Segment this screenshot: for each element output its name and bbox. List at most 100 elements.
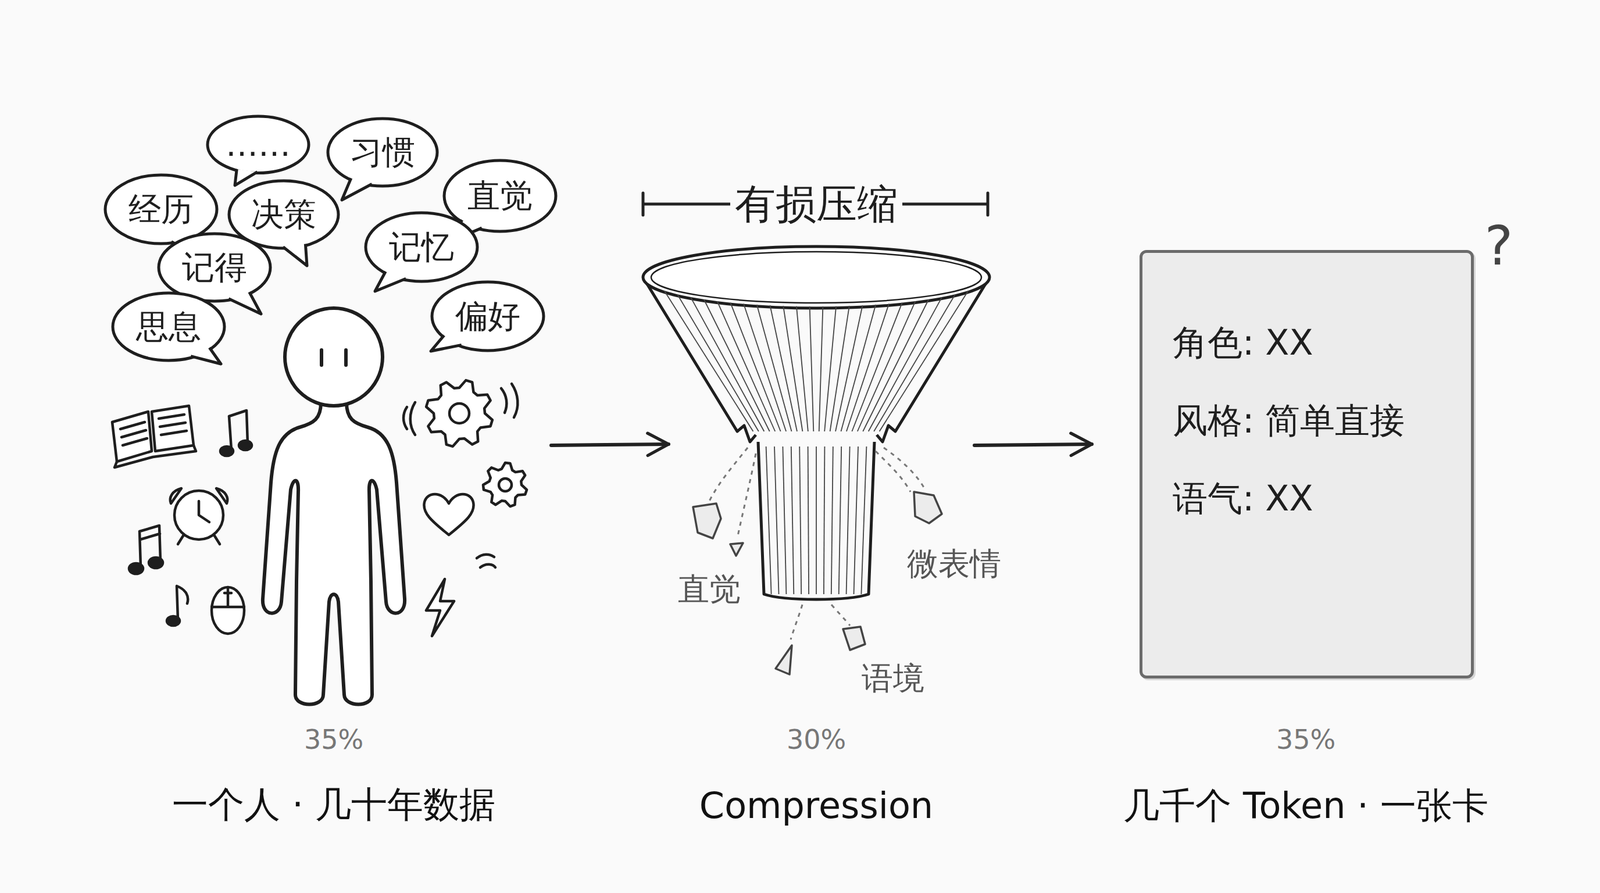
card-field: 角色: XX <box>1172 321 1448 364</box>
bubble-tail <box>283 244 307 266</box>
bubble-outline <box>207 116 309 174</box>
drawing-stroke <box>284 308 383 406</box>
heart-icon <box>423 494 474 535</box>
funnel-tube-edge <box>758 441 875 600</box>
drawing-stroke <box>449 403 470 424</box>
drawing-stroke <box>664 290 754 432</box>
fragment-trails <box>709 447 925 640</box>
speech-bubble: 习惯 <box>325 116 440 189</box>
fragment <box>693 503 721 539</box>
drawing-stroke <box>476 554 496 568</box>
bubble-outline <box>327 118 438 187</box>
card-field: 风格: 简单直接 <box>1172 399 1448 442</box>
bubble-text: 直觉 <box>467 177 533 214</box>
fragment <box>730 543 744 556</box>
drawing-stroke <box>498 478 512 492</box>
music-note-icon <box>220 410 252 456</box>
drawing-stroke <box>224 591 232 595</box>
drawing-stroke <box>129 563 144 574</box>
drawing-stroke <box>840 304 876 432</box>
lost-part-label: 微表情 <box>902 545 1006 582</box>
drawing-stroke <box>319 350 324 366</box>
percent-label: 35% <box>1271 724 1341 756</box>
memory-icons <box>112 380 527 637</box>
drawing-stroke <box>875 451 911 492</box>
drawing-stroke <box>717 301 776 432</box>
drawing-stroke <box>790 604 803 640</box>
column-caption: 几千个 Token · 一张卡 <box>1118 784 1493 827</box>
drawing-stroke <box>483 462 527 507</box>
drawing-stroke <box>838 446 842 595</box>
fragment <box>775 645 792 675</box>
drawing-stroke <box>220 446 234 456</box>
drawing-stroke <box>501 383 518 418</box>
lightning-icon <box>426 579 455 637</box>
bubble-tail <box>430 335 462 352</box>
drawing-stroke <box>799 446 802 595</box>
flow-arrow <box>974 444 1092 446</box>
bubble-text: 决策 <box>251 196 317 233</box>
speech-bubble: …… <box>205 113 312 176</box>
bubble-tail <box>234 169 258 186</box>
drawing-stroke <box>170 488 228 545</box>
drawing-stroke <box>819 306 824 432</box>
speech-bubble: 偏好 <box>429 279 546 353</box>
drawing-stroke <box>743 304 787 432</box>
drawing-stroke <box>176 586 188 620</box>
drawing-stroke <box>854 446 859 595</box>
drawing-stroke <box>112 411 152 462</box>
drawing-stroke <box>737 453 756 539</box>
drawing-stroke <box>690 297 764 432</box>
drawing-stroke <box>873 294 955 432</box>
bubble-text: …… <box>225 126 291 163</box>
drawing-stroke <box>423 494 474 535</box>
bubble-text: 思息 <box>136 308 202 345</box>
drawing-stroke <box>783 305 803 432</box>
lost-part-label: 语境 <box>856 660 930 697</box>
lost-part-label: 直觉 <box>673 571 746 608</box>
gear-icons <box>426 380 527 507</box>
bubble-text: 记忆 <box>388 229 455 266</box>
drawing-stroke <box>114 445 196 468</box>
drawing-stroke <box>426 380 493 447</box>
drawing-stroke <box>151 405 194 452</box>
book-icon <box>112 405 196 468</box>
drawing-stroke <box>857 301 916 432</box>
drawing-stroke <box>426 579 455 637</box>
bubble-outline <box>158 233 271 302</box>
bubble-tail <box>341 178 373 200</box>
bubble-tail <box>228 291 262 314</box>
bubble-text: 偏好 <box>455 298 521 335</box>
mouse-icon <box>211 587 245 634</box>
drawing-stroke <box>709 447 748 502</box>
card-field: 语气: XX <box>1172 477 1448 520</box>
speech-bubble: 思息 <box>110 290 227 363</box>
column-caption: 一个人 · 几十年数据 <box>167 783 500 825</box>
bubble-text: 经历 <box>128 191 194 228</box>
drawing-stroke <box>166 616 180 626</box>
drawing-stroke <box>238 440 252 450</box>
drawing-stroke <box>868 297 942 432</box>
alarm-clock-icon <box>170 488 228 545</box>
drawing-stroke <box>846 304 889 432</box>
drawing-stroke <box>262 402 405 705</box>
drawing-stroke <box>211 587 245 607</box>
bubble-text: 记得 <box>181 249 248 286</box>
drawing-stroke <box>796 306 809 432</box>
drawing-stroke <box>766 446 772 595</box>
fragment <box>843 626 866 650</box>
profile-card: 角色: XX 风格: 简单直接语气: XX <box>1139 250 1474 679</box>
drawing-stroke <box>815 446 817 595</box>
music-note-icon <box>166 586 188 626</box>
drawing-stroke <box>862 299 929 432</box>
funnel-rim <box>643 246 990 309</box>
bubble-tail <box>190 347 221 364</box>
drawing-stroke <box>677 294 759 432</box>
drawing-stroke <box>774 446 780 595</box>
drawing-stroke <box>809 306 814 432</box>
drawing-stroke <box>831 446 834 595</box>
percent-label: 30% <box>781 724 851 756</box>
bubble-outline <box>365 212 478 282</box>
speech-bubble: 记忆 <box>363 210 480 284</box>
